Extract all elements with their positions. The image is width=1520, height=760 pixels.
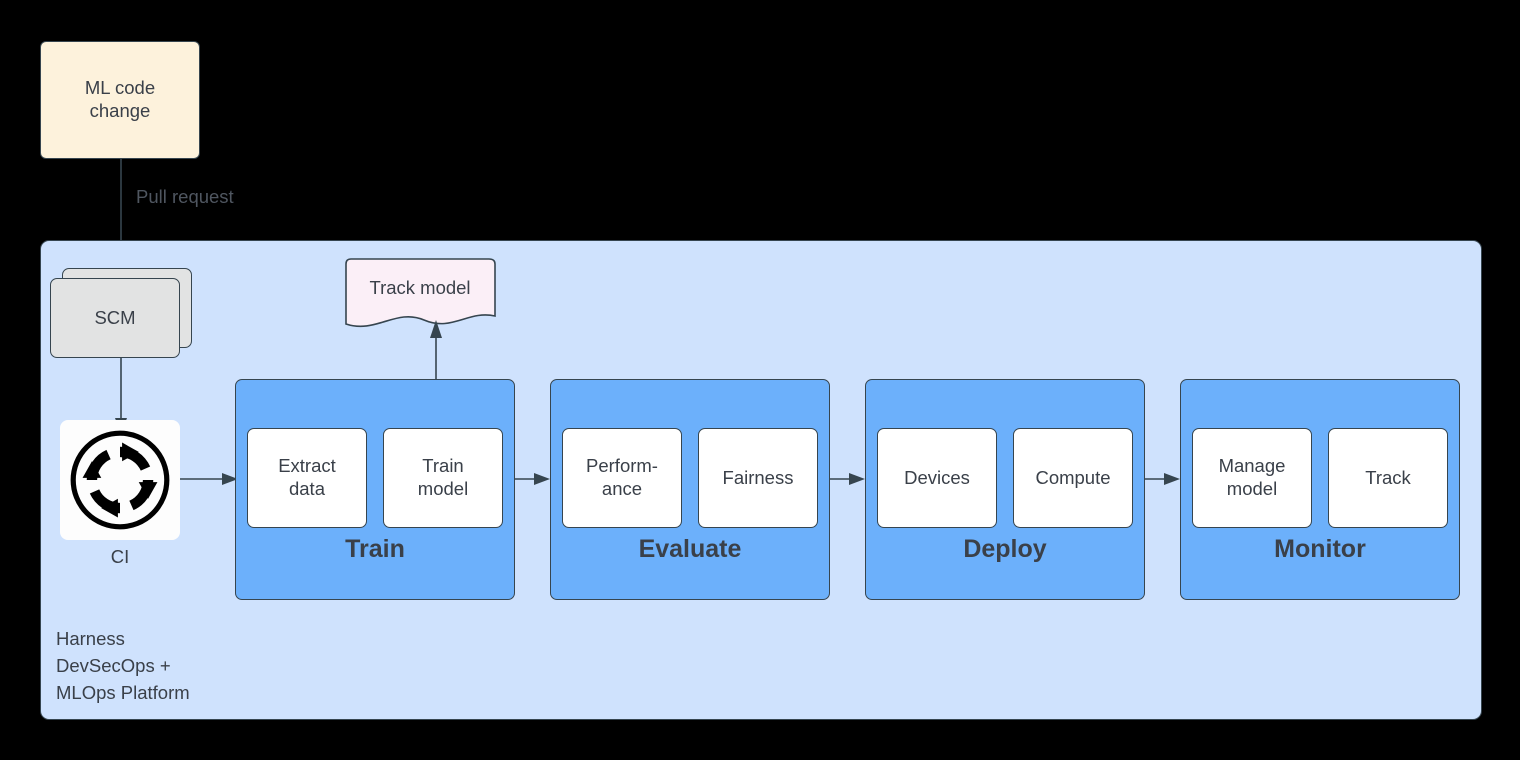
stage-deploy-title: Deploy <box>963 535 1047 563</box>
track-model-label: Track model <box>369 277 471 298</box>
stage-card-label: Manage model <box>1218 455 1286 499</box>
ci-label: CI <box>110 546 130 567</box>
stage-card-manage-model[interactable]: Manage model <box>1192 428 1312 528</box>
ci-node[interactable] <box>60 420 180 540</box>
scm-label: SCM <box>94 306 136 328</box>
stage-card-label: Devices <box>904 466 970 488</box>
train-to-track-model-arrow <box>430 320 442 384</box>
stage-monitor-cards: Manage model Track <box>1181 428 1459 528</box>
stage-card-label: Perform- ance <box>586 455 658 499</box>
stage-card-train-model[interactable]: Train model <box>383 428 503 528</box>
stage-train-title: Train <box>345 535 405 563</box>
stage-monitor-title: Monitor <box>1274 535 1366 563</box>
track-model-document[interactable]: Track model <box>340 258 500 334</box>
stage-monitor[interactable]: Manage model Track Monitor <box>1180 379 1460 600</box>
stage-evaluate[interactable]: Perform- ance Fairness Evaluate <box>550 379 830 600</box>
stage-card-fairness[interactable]: Fairness <box>698 428 818 528</box>
stage-card-performance[interactable]: Perform- ance <box>562 428 682 528</box>
stage-evaluate-title: Evaluate <box>638 535 742 563</box>
scm-node[interactable]: SCM <box>50 268 192 360</box>
train-to-evaluate-arrow <box>515 473 550 485</box>
stage-card-extract-data[interactable]: Extract data <box>247 428 367 528</box>
stage-deploy-cards: Devices Compute <box>866 428 1144 528</box>
evaluate-to-deploy-arrow <box>830 473 865 485</box>
ml-code-change-label: ML code change <box>84 77 156 121</box>
stage-card-label: Track <box>1365 466 1411 488</box>
platform-label: Harness DevSecOps + MLOps Platform <box>56 628 190 703</box>
deploy-to-monitor-arrow <box>1145 473 1180 485</box>
stage-card-label: Train model <box>417 455 469 499</box>
stage-train[interactable]: Extract data Train model Train <box>235 379 515 600</box>
stage-card-compute[interactable]: Compute <box>1013 428 1133 528</box>
stage-card-devices[interactable]: Devices <box>877 428 997 528</box>
stage-deploy[interactable]: Devices Compute Deploy <box>865 379 1145 600</box>
stage-card-label: Compute <box>1035 466 1111 488</box>
stage-card-track[interactable]: Track <box>1328 428 1448 528</box>
document-shape-icon <box>345 258 496 328</box>
stage-train-cards: Extract data Train model <box>236 428 514 528</box>
ml-code-change-node[interactable]: ML code change <box>40 41 200 159</box>
continuous-integration-cycle-icon <box>70 430 170 530</box>
stage-card-label: Extract data <box>278 455 336 499</box>
ci-to-train-arrow <box>180 473 238 485</box>
stage-evaluate-cards: Perform- ance Fairness <box>551 428 829 528</box>
pull-request-label: Pull request <box>136 186 234 207</box>
stage-card-label: Fairness <box>722 466 794 488</box>
scm-stack-front: SCM <box>50 278 180 358</box>
